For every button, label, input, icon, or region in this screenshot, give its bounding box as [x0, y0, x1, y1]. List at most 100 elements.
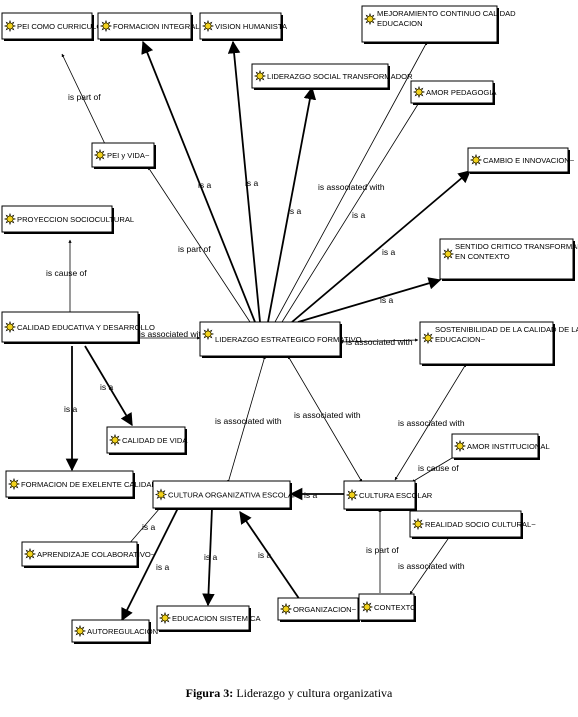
sun-icon — [469, 153, 483, 167]
node-text: CULTURA ESCOLAR — [359, 491, 433, 500]
sun-icon — [253, 69, 267, 83]
node-box — [97, 12, 192, 40]
node-text: FORMACION INTEGRAL — [113, 22, 200, 31]
node-box — [152, 480, 291, 509]
sun-icon — [360, 600, 374, 614]
node-text: REALIDAD SOCIO CULTURAL~ — [425, 520, 536, 529]
node-box — [439, 238, 574, 280]
label-cultura-org-lider: is associated with — [215, 416, 282, 426]
sun-icon — [99, 19, 113, 33]
sun-icon — [23, 547, 37, 561]
caption-text: Liderazgo y cultura organizativa — [236, 686, 393, 700]
label-escolar-amor: is cause of — [418, 463, 459, 473]
edge-pei-vida — [147, 166, 251, 323]
edge-liderazgo-social — [267, 86, 317, 323]
node-text: AMOR PEDAGOGIA — [426, 88, 497, 97]
label-amor-pedagogia: is a — [352, 210, 366, 220]
label-formacion-excelente: is a — [64, 404, 78, 414]
node-box — [1, 12, 93, 40]
node-text: CALIDAD EDUCATIVA Y DESARROLLO — [17, 323, 155, 332]
sun-icon — [3, 212, 17, 226]
node-sostenibilidad[interactable]: SOSTENIBILIDAD DE LA CALIDAD DE LAEDUCAC… — [419, 321, 578, 366]
label-liderazgo-social: is a — [288, 206, 302, 216]
node-cultura-organizativa[interactable]: CULTURA ORGANIZATIVA ESCOLAR~ — [152, 480, 303, 510]
node-box — [451, 433, 539, 459]
node-box — [156, 605, 250, 631]
node-text: FORMACION DE EXELENTE CALIDAD — [21, 480, 157, 489]
label-contexto-realidad: is associated with — [398, 561, 465, 571]
node-box — [21, 541, 138, 567]
node-text: MEJORAMIENTO CONTINUO CALIDAD — [377, 9, 516, 18]
edge-escolar-amor — [411, 457, 453, 483]
node-text: EDUCACION — [377, 19, 423, 28]
edge-cultura-esc-lider — [287, 355, 363, 483]
node-box — [361, 5, 498, 43]
sun-icon — [453, 439, 467, 453]
node-contexto[interactable]: CONTEXTO — [358, 593, 416, 622]
node-liderazgo-social[interactable]: LIDERAZGO SOCIAL TRANSFORMADOR — [251, 63, 413, 90]
edge-formacion-integral — [141, 40, 256, 323]
node-text: VISION HUMANISTA — [215, 22, 288, 31]
sun-icon — [93, 148, 107, 162]
node-text: PEI y VIDA~ — [107, 151, 150, 160]
node-box — [5, 470, 134, 498]
label-contexto-escolar: is part of — [366, 545, 399, 555]
sun-icon — [154, 488, 168, 501]
edge-aprendizaje — [127, 507, 161, 546]
label-escolar-org: is a — [304, 490, 318, 500]
node-calidad-educativa[interactable]: CALIDAD EDUCATIVA Y DESARROLLO — [1, 311, 155, 344]
node-text: AUTOREGULACION — [87, 627, 158, 636]
node-calidad-vida[interactable]: CALIDAD DE VIDA — [106, 426, 188, 455]
sun-icon — [7, 477, 21, 491]
sun-icon — [3, 19, 17, 33]
sun-icon — [441, 247, 455, 261]
edge-calidad-vida — [84, 345, 133, 427]
sun-icon — [412, 85, 426, 99]
node-formacion-excelente[interactable]: FORMACION DE EXELENTE CALIDAD — [5, 470, 157, 499]
edge-cambio — [291, 170, 471, 323]
edge-vision-humanista — [227, 40, 261, 323]
label-pei-vida: is part of — [178, 244, 211, 254]
sun-icon — [279, 602, 293, 616]
node-educacion-sistemica[interactable]: EDUCACION SISTEMICA — [156, 605, 262, 632]
edge-pei-curriculo — [61, 53, 106, 145]
node-cambio-innovacion[interactable]: CAMBIO E INNOVACION~ — [467, 147, 575, 174]
edge-contexto-realidad — [409, 535, 451, 595]
edge-escolar-sosten — [394, 363, 467, 481]
edge-sostenibilidad — [339, 338, 419, 344]
node-amor-institucional[interactable]: AMOR INSTITUCIONAL — [451, 433, 550, 460]
node-vision-humanista[interactable]: VISION HUMANISTA — [199, 12, 288, 41]
label-sostenibilidad: is associated with — [346, 337, 413, 347]
node-text: ORGANIZACION~ — [293, 605, 357, 614]
node-autoregulacion[interactable]: AUTOREGULACION — [71, 619, 158, 644]
label-proyeccion: is cause of — [46, 268, 87, 278]
node-text: CAMBIO E INNOVACION~ — [483, 156, 575, 165]
node-box — [410, 80, 494, 104]
node-realidad-socio[interactable]: REALIDAD SOCIO CULTURAL~ — [409, 510, 536, 539]
node-liderazgo-estrategico[interactable]: LIDERAZGO ESTRATEGICO FORMATIVO — [199, 321, 362, 358]
node-text: SOSTENIBILIDAD DE LA CALIDAD DE LA — [435, 325, 578, 334]
node-cultura-escolar[interactable]: CULTURA ESCOLAR — [343, 480, 433, 511]
edge-amor-pedagogia — [281, 100, 421, 323]
node-proyeccion[interactable]: PROYECCION SOCIOCULTURAL — [1, 205, 134, 234]
node-box — [419, 321, 554, 365]
node-box — [71, 619, 150, 643]
node-pei-vida[interactable]: PEI y VIDA~ — [91, 142, 156, 169]
node-formacion-integral[interactable]: FORMACION INTEGRAL — [97, 12, 200, 41]
node-amor-pedagogia[interactable]: AMOR PEDAGOGIA — [410, 80, 497, 105]
sun-icon — [3, 320, 17, 334]
node-pei-curriculo[interactable]: PEI COMO CURRICULO — [1, 12, 102, 41]
node-sentido-critico[interactable]: SENTIDO CRITICO TRANSFORMADOREN CONTEXTO — [439, 238, 578, 281]
node-text: CALIDAD DE VIDA — [122, 436, 188, 445]
label-vision: is a — [245, 178, 259, 188]
node-box — [467, 147, 569, 173]
sun-icon — [201, 19, 215, 33]
sun-icon — [345, 488, 359, 502]
sun-icon — [411, 517, 425, 531]
nodes: PEI COMO CURRICULO FORMACION INTEGRAL VI… — [1, 5, 578, 644]
node-aprendizaje[interactable]: APRENDIZAJE COLABORATIVO~ — [21, 541, 156, 568]
node-organizacion[interactable]: ORGANIZACION~ — [277, 597, 360, 622]
edge-organizacion — [239, 510, 301, 601]
edge-autoregulacion — [121, 507, 179, 622]
